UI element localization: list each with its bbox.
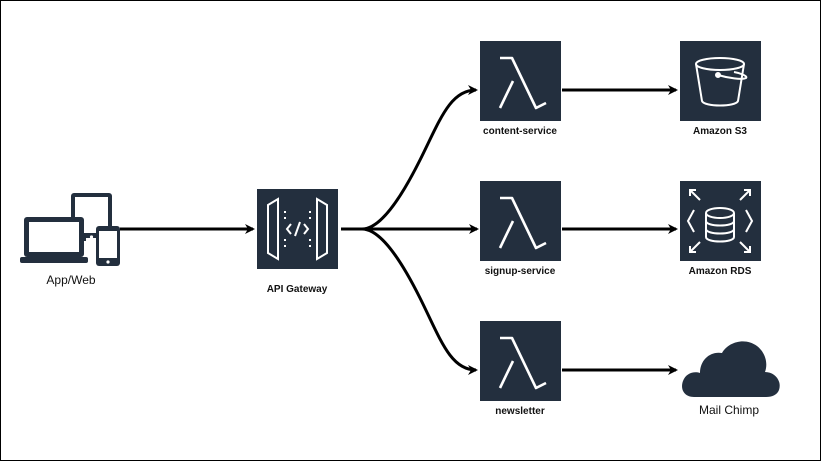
api-gateway-label: API Gateway	[266, 284, 328, 295]
content-service-tile	[480, 41, 561, 121]
bucket-icon	[695, 57, 748, 107]
content-service-label: content-service	[483, 126, 557, 137]
lambda-icon	[498, 196, 547, 250]
newsletter-node	[480, 321, 561, 401]
lambda-icon	[498, 336, 547, 390]
s3-label: Amazon S3	[693, 126, 747, 137]
edges	[120, 85, 678, 375]
database-icon	[686, 189, 754, 253]
signup-service-label: signup-service	[484, 266, 556, 277]
client-label: App/Web	[46, 273, 96, 287]
api-gateway-icon	[267, 197, 328, 261]
devices-icon	[20, 193, 120, 266]
edge-gateway-to-content-service	[341, 85, 478, 231]
newsletter-label: newsletter	[495, 406, 545, 417]
newsletter-tile	[480, 321, 561, 401]
signup-service-node	[480, 181, 561, 261]
mailchimp-node	[682, 341, 780, 397]
api-gateway-node	[257, 189, 338, 269]
s3-tile	[680, 41, 761, 121]
s3-node	[680, 41, 761, 121]
edge-gateway-to-newsletter	[361, 227, 478, 375]
mailchimp-label: Mail Chimp	[698, 403, 760, 417]
lambda-icon	[498, 56, 547, 110]
rds-label: Amazon RDS	[688, 266, 752, 277]
cloud-icon	[682, 341, 780, 397]
content-service-node	[480, 41, 561, 121]
signup-service-tile	[480, 181, 561, 261]
rds-node	[680, 181, 761, 261]
